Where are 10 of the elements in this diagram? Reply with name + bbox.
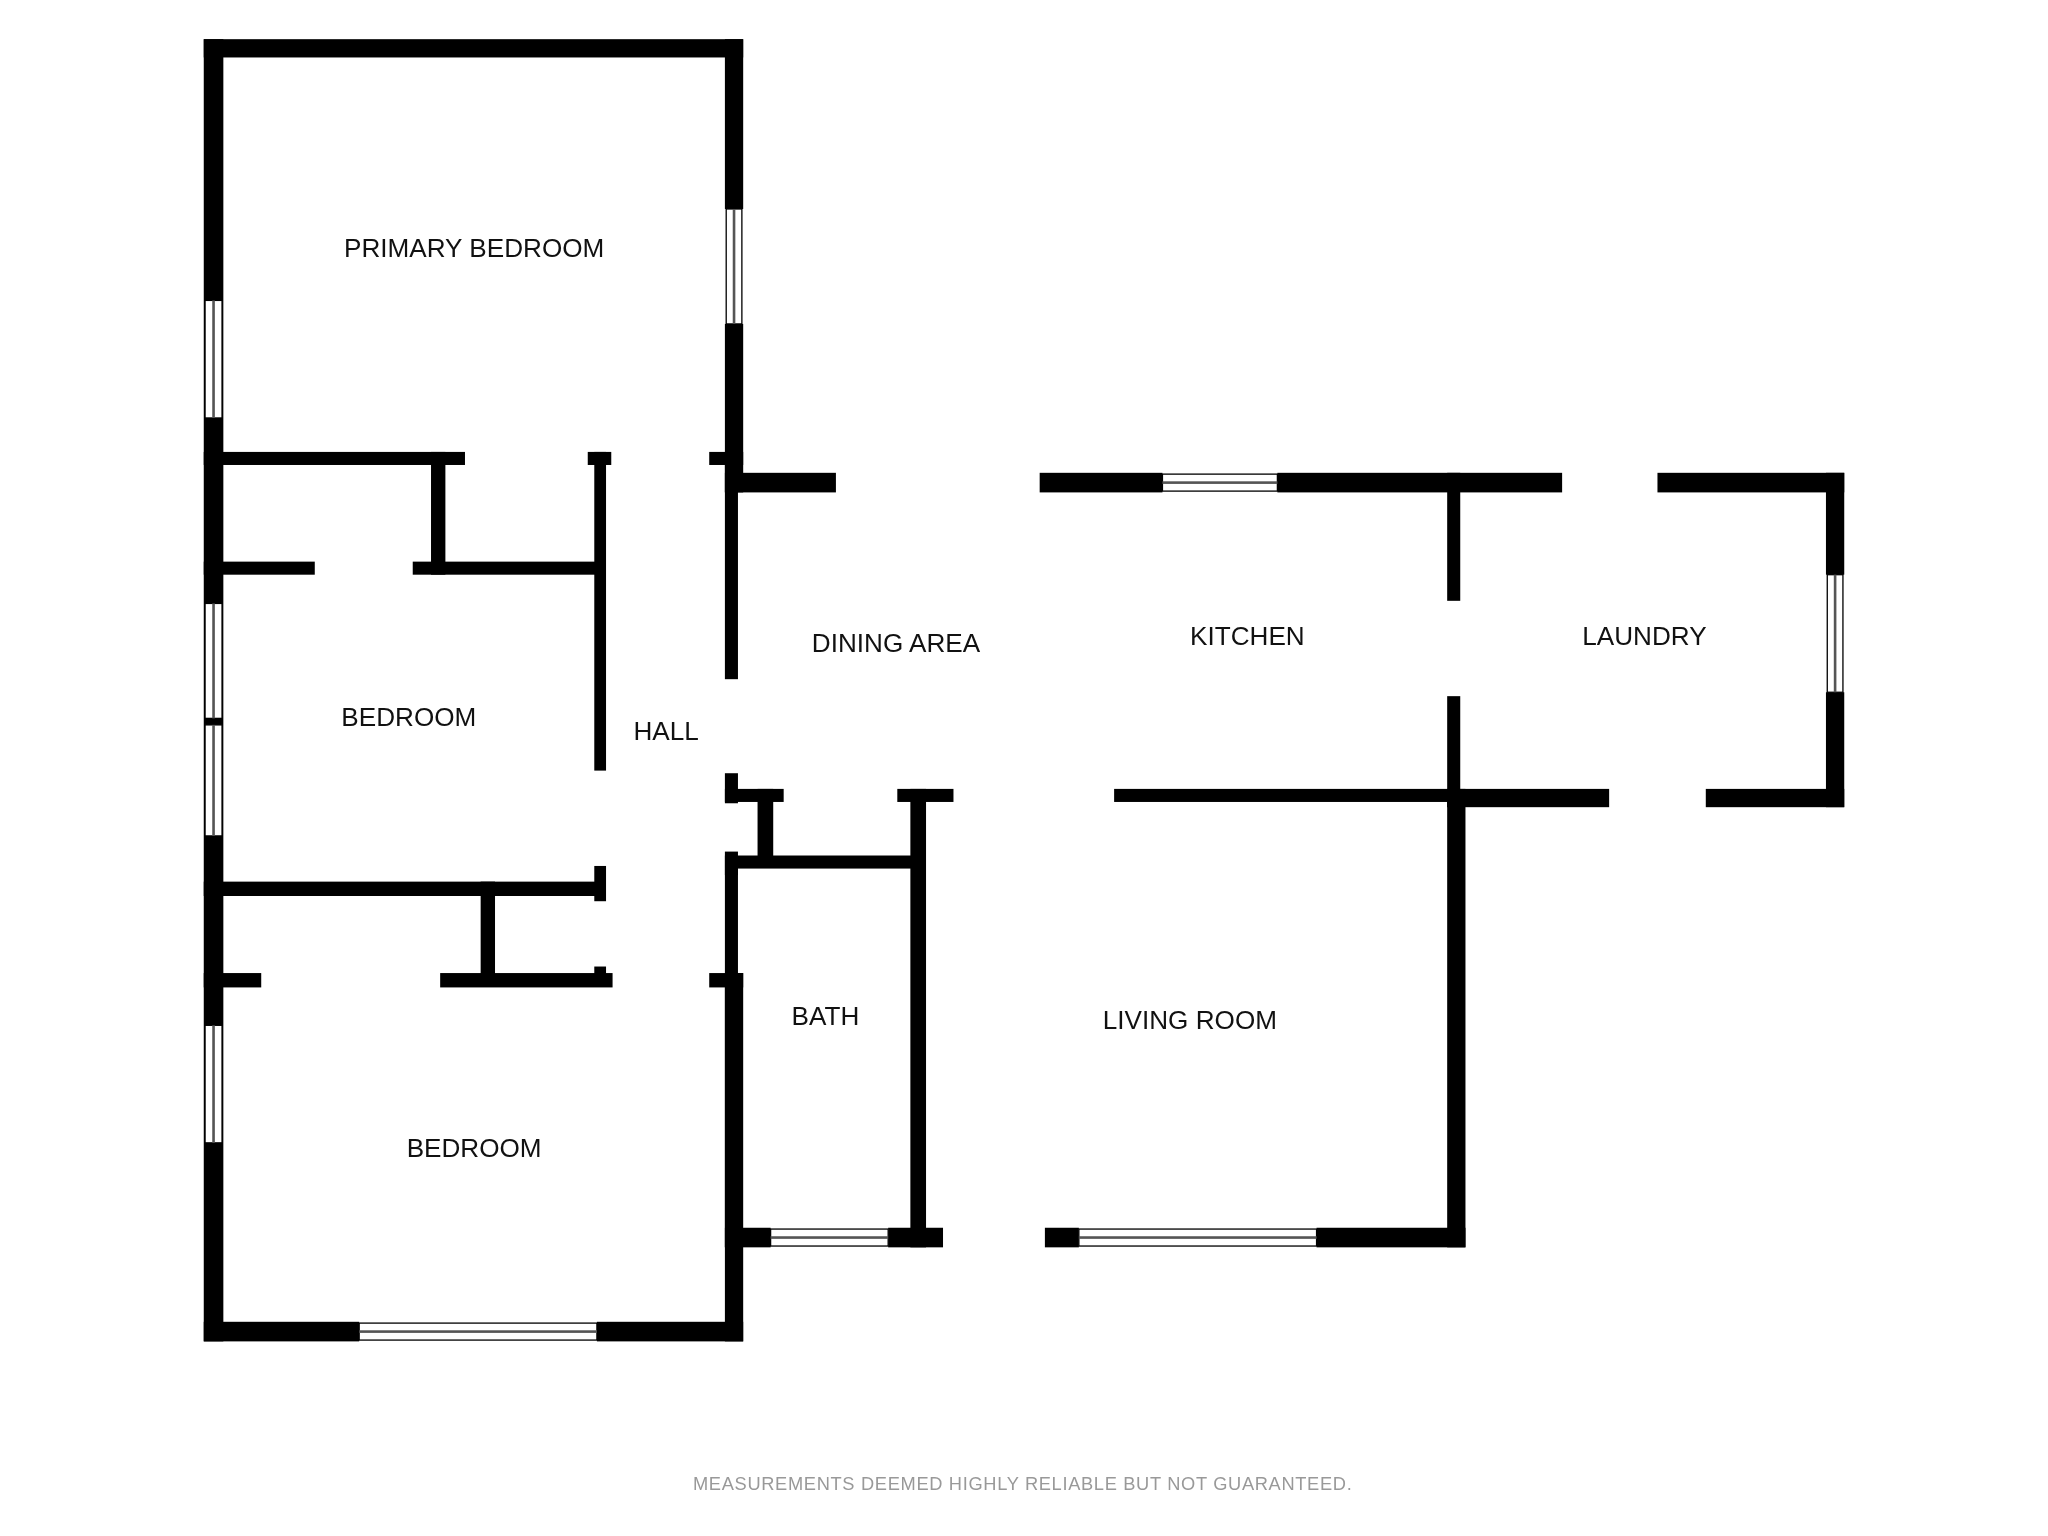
room-label: BATH: [791, 1001, 860, 1032]
room-label: LAUNDRY: [1582, 621, 1707, 652]
room-label: BEDROOM: [406, 1133, 542, 1164]
room-label: BEDROOM: [341, 702, 477, 733]
room-label: KITCHEN: [1190, 621, 1305, 652]
room-label: PRIMARY BEDROOM: [343, 233, 605, 264]
room-label: HALL: [633, 716, 699, 747]
footer-note: MEASUREMENTS DEEMED HIGHLY RELIABLE BUT NOT GUARANTEED.: [692, 1473, 1353, 1495]
room-label: DINING AREA: [811, 628, 981, 659]
room-label: LIVING ROOM: [1102, 1005, 1277, 1036]
